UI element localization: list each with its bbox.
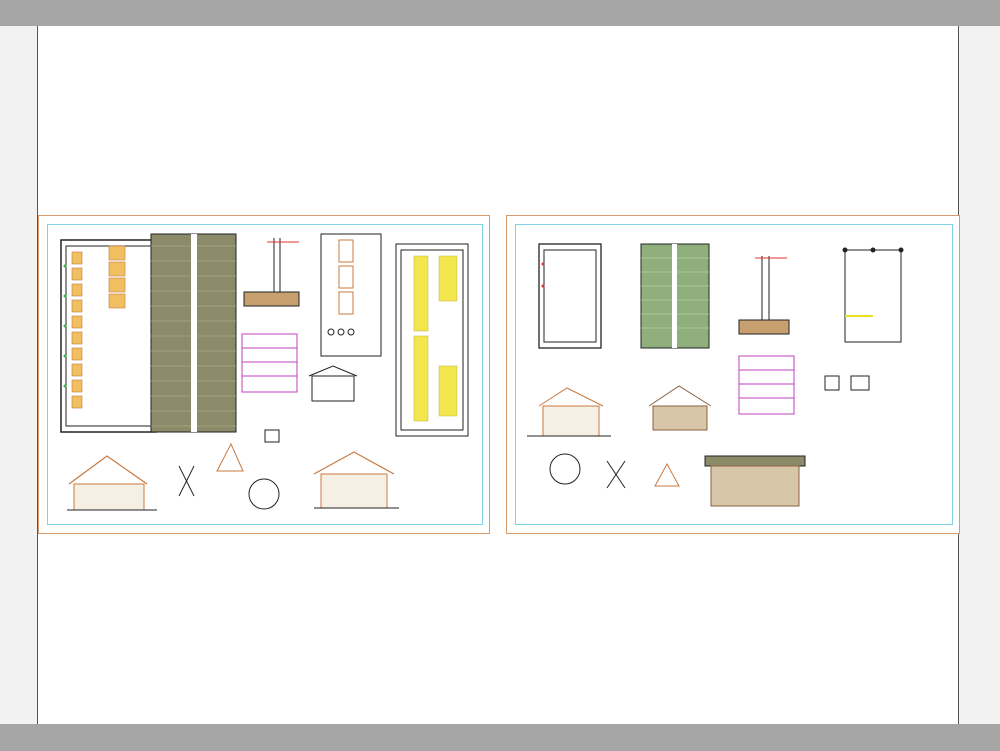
building-elevation-front bbox=[308, 365, 358, 402]
sheet-edge-left bbox=[37, 26, 38, 724]
connection-details-1 bbox=[178, 429, 280, 510]
roof-plan-2 bbox=[640, 243, 710, 349]
drawing-frame-1 bbox=[47, 224, 483, 525]
sheet-2-drawing bbox=[527, 243, 904, 507]
connection-details-2 bbox=[549, 375, 870, 489]
drawing-frame-2 bbox=[515, 224, 953, 525]
drawing-panel-1[interactable] bbox=[38, 215, 490, 534]
wall-section-2 bbox=[738, 256, 790, 335]
building-elevation-left bbox=[67, 455, 157, 511]
viewer-margin-left bbox=[0, 26, 38, 724]
sheet-1-drawing bbox=[60, 233, 469, 511]
seating-plan-1 bbox=[395, 243, 469, 437]
floor-plan-2 bbox=[538, 243, 602, 349]
detail-tables-2 bbox=[738, 355, 795, 415]
elevation-side-2 bbox=[648, 385, 712, 431]
floor-plan-1 bbox=[60, 239, 157, 433]
wall-section-1 bbox=[243, 238, 300, 307]
viewer-margin-right bbox=[958, 26, 1000, 724]
detail-tables-1 bbox=[241, 333, 298, 393]
elevation-long-2 bbox=[704, 455, 806, 507]
building-elevation-right bbox=[313, 451, 399, 509]
drawing-panel-2[interactable] bbox=[506, 215, 960, 534]
elevation-section-2 bbox=[527, 387, 611, 437]
window-elevation-1 bbox=[320, 233, 382, 357]
column-plan-2 bbox=[842, 247, 904, 343]
roof-plan-1 bbox=[150, 233, 237, 433]
